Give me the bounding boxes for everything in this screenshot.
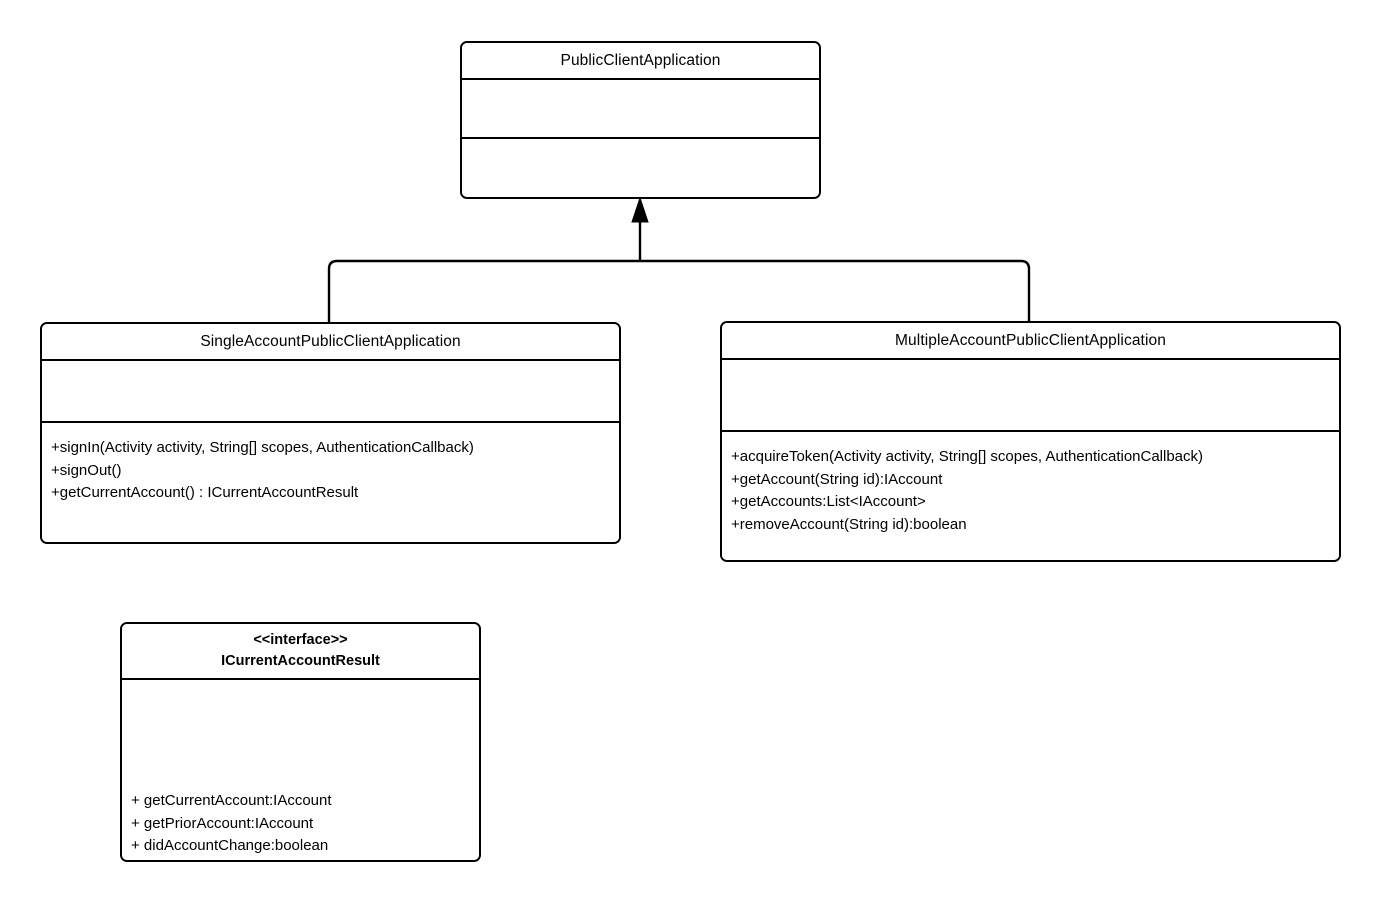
- class-methods-compartment: +signIn(Activity activity, String[] scop…: [42, 421, 619, 542]
- interface-method-line: + getPriorAccount:IAccount: [131, 814, 314, 832]
- interface-title-compartment: <<interface>> ICurrentAccountResult: [122, 624, 479, 678]
- connector-branch-bar: [327, 259, 1031, 322]
- class-method-line: +getAccount(String id):IAccount: [731, 470, 943, 488]
- generalization-arrowhead-icon: [631, 196, 649, 223]
- class-methods-compartment: +acquireToken(Activity activity, String[…: [722, 430, 1339, 560]
- interface-box-i-current-account-result[interactable]: <<interface>> ICurrentAccountResult + ge…: [120, 622, 481, 862]
- class-box-public-client-application[interactable]: PublicClientApplication: [460, 41, 821, 199]
- class-methods-compartment: [462, 137, 819, 197]
- class-attributes-compartment: [722, 358, 1339, 430]
- class-title-compartment: MultipleAccountPublicClientApplication: [722, 323, 1339, 358]
- class-method-line: +getAccounts:List<IAccount>: [731, 493, 926, 510]
- class-method-line: +removeAccount(String id):boolean: [731, 515, 967, 533]
- class-box-multiple-account-public-client-application[interactable]: MultipleAccountPublicClientApplication +…: [720, 321, 1341, 562]
- interface-name-label: ICurrentAccountResult: [221, 653, 380, 669]
- class-attributes-compartment: [462, 78, 819, 137]
- interface-method-line: + getCurrentAccount:IAccount: [131, 792, 332, 809]
- class-name-label: MultipleAccountPublicClientApplication: [895, 331, 1166, 349]
- class-attributes-compartment: [42, 359, 619, 421]
- class-name-label: PublicClientApplication: [560, 51, 721, 69]
- class-box-single-account-public-client-application[interactable]: SingleAccountPublicClientApplication +si…: [40, 322, 621, 544]
- class-title-compartment: SingleAccountPublicClientApplication: [42, 324, 619, 359]
- class-name-label: SingleAccountPublicClientApplication: [200, 332, 461, 350]
- interface-method-line: + didAccountChange:boolean: [131, 837, 329, 854]
- interface-stereotype-label: <<interface>>: [253, 631, 348, 648]
- class-method-line: +signOut(): [51, 461, 122, 479]
- interface-methods-compartment: + getCurrentAccount:IAccount + getPriorA…: [122, 678, 479, 860]
- class-method-line: +getCurrentAccount() : ICurrentAccountRe…: [51, 484, 359, 501]
- class-title-compartment: PublicClientApplication: [462, 43, 819, 78]
- class-method-line: +signIn(Activity activity, String[] scop…: [51, 439, 474, 456]
- class-method-line: +acquireToken(Activity activity, String[…: [731, 448, 1204, 465]
